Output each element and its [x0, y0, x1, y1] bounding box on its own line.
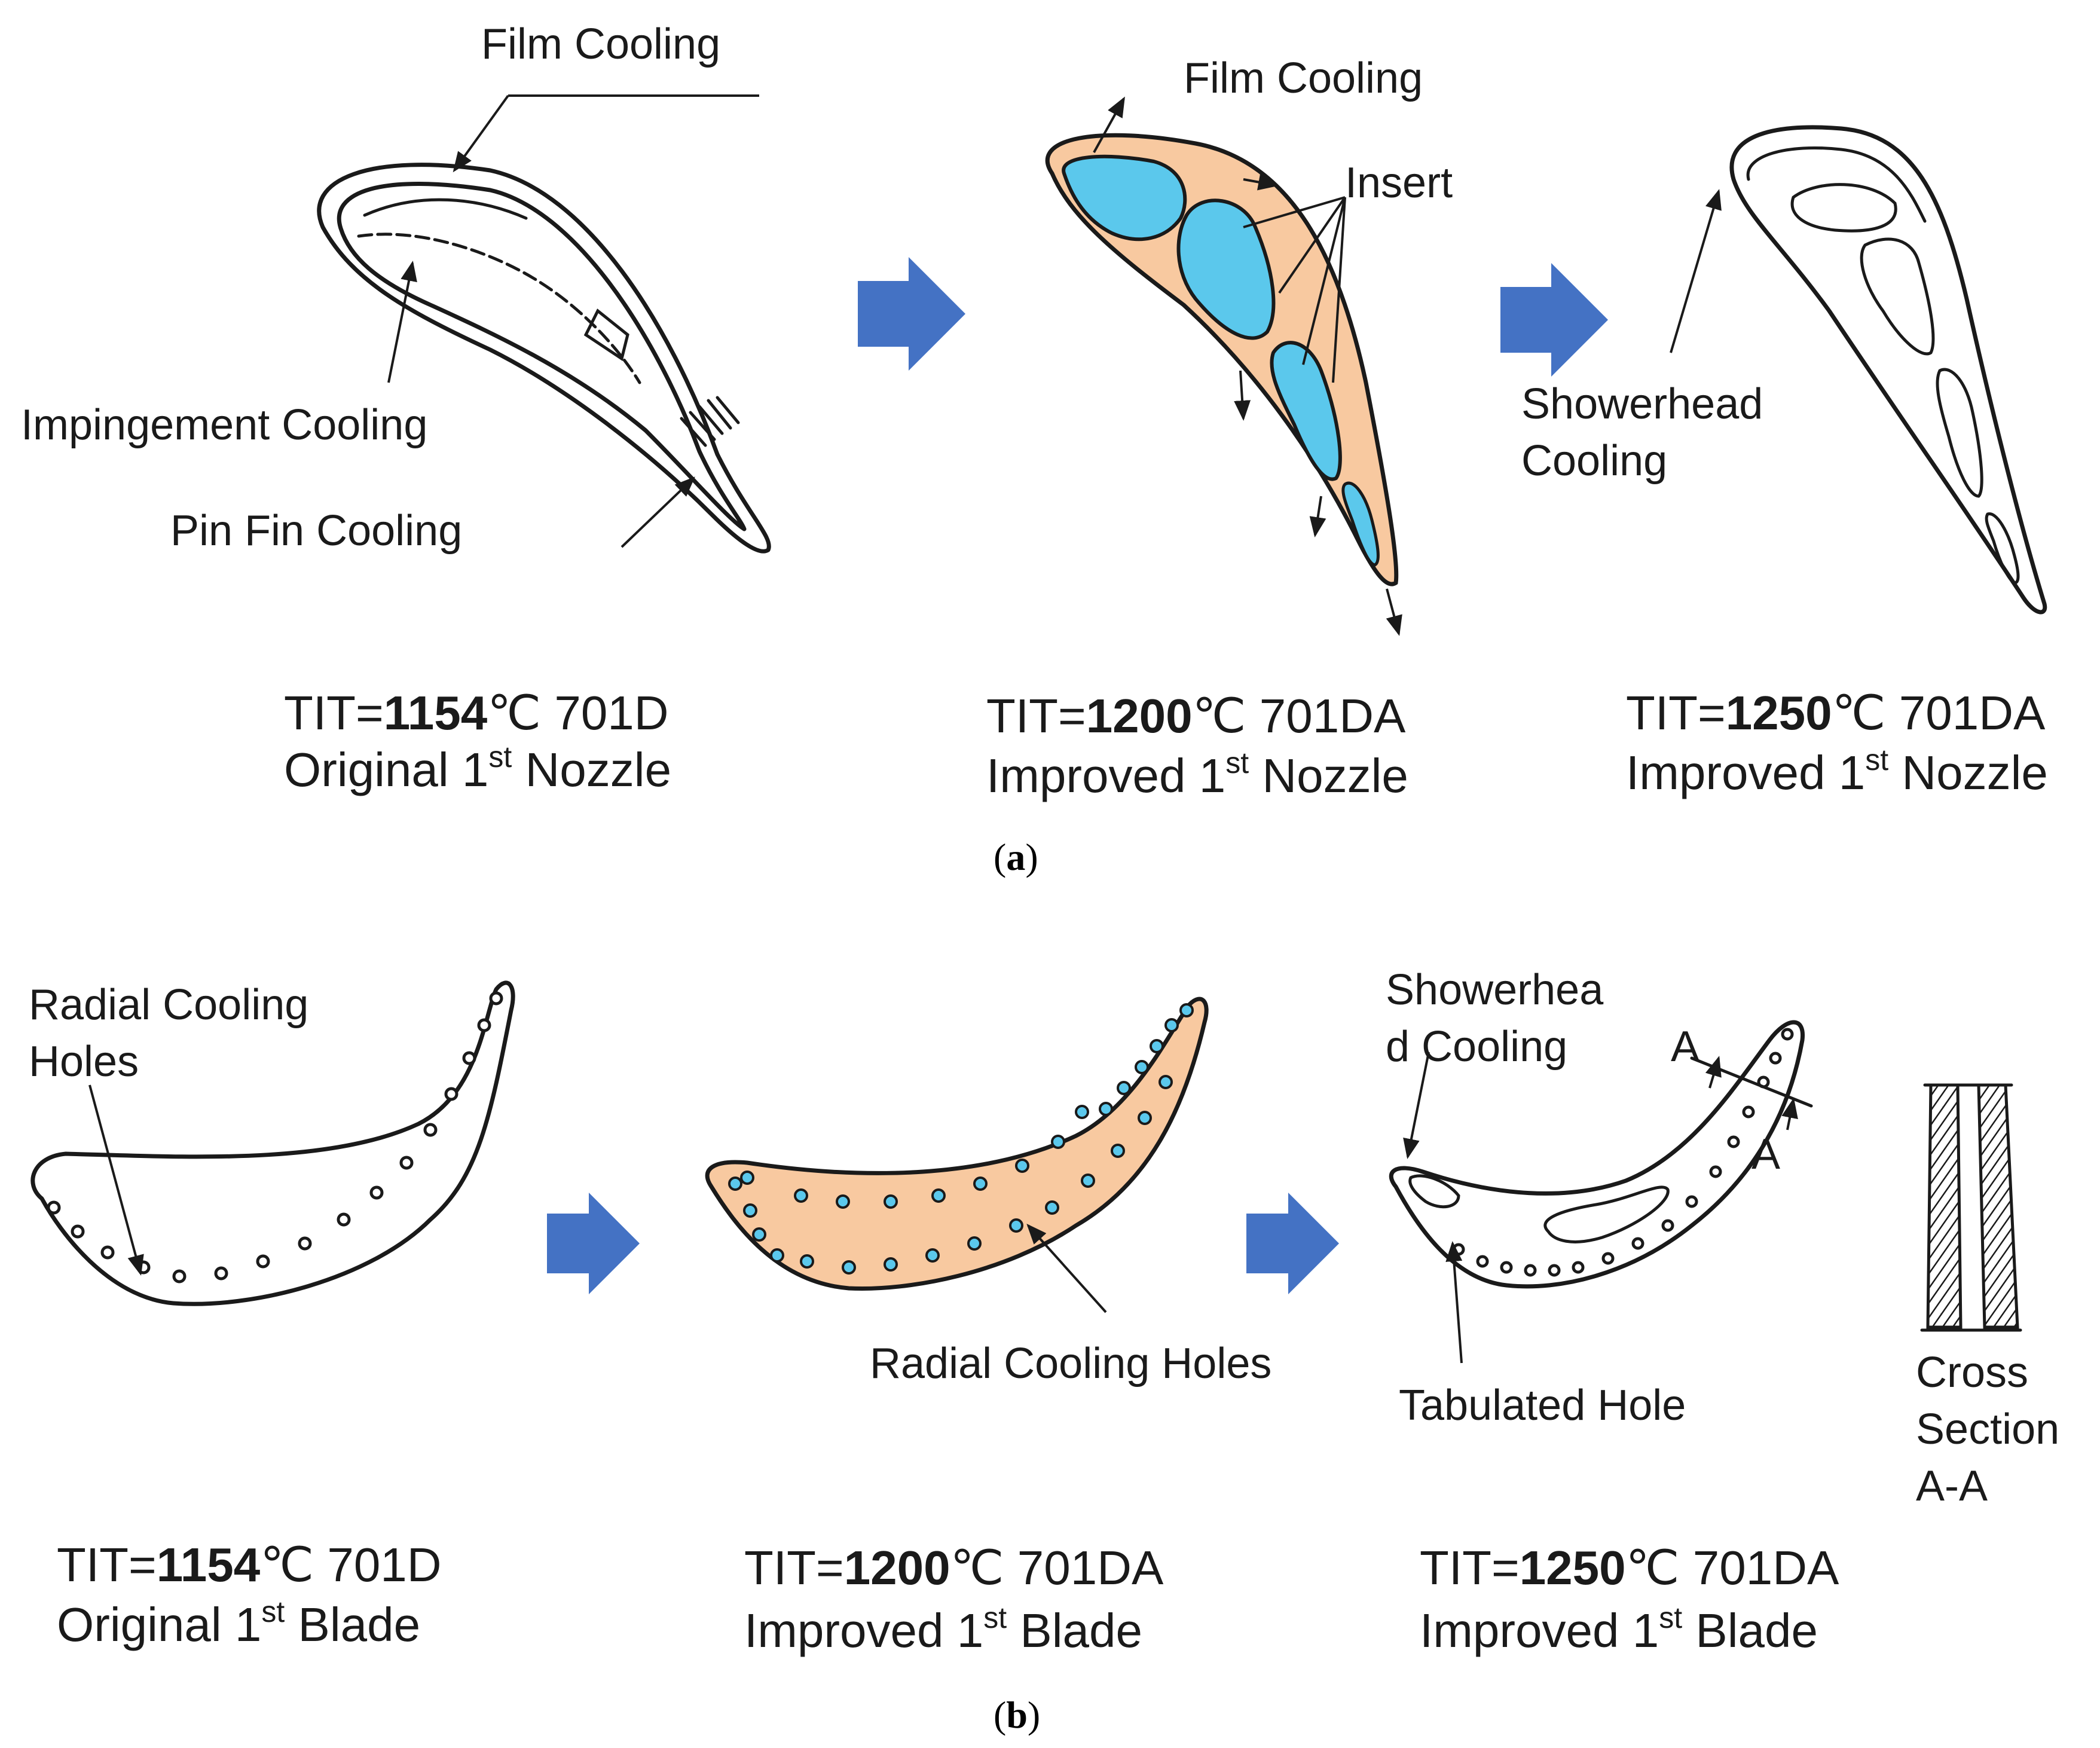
- radial-cooling-holes-label-line2: Holes: [29, 1038, 139, 1086]
- radial-cooling-holes-label-line1: Radial Cooling: [29, 981, 308, 1029]
- caption-b3-name: Improved 1st Blade: [1420, 1601, 1818, 1657]
- radial-cooling-holes-label-2: Radial Cooling Holes: [870, 1340, 1271, 1388]
- showerhead-cooling-label-line1: Showerhead: [1521, 380, 1763, 428]
- blade-improved-diagram: [705, 997, 1209, 1313]
- progression-arrow-4: [1246, 1193, 1339, 1294]
- progression-arrow-3: [547, 1193, 640, 1294]
- caption-b2-name: Improved 1st Blade: [744, 1601, 1142, 1657]
- section-mark-a-top: A: [1671, 1023, 1699, 1071]
- caption-a1-name: Original 1st Nozzle: [284, 740, 671, 796]
- showerhead-cooling-label-b-line2: d Cooling: [1386, 1023, 1567, 1071]
- cross-section-aa-diagram: [1920, 1083, 2022, 1332]
- caption-a2-name: Improved 1st Nozzle: [986, 746, 1408, 802]
- film-cooling-label: Film Cooling: [481, 20, 720, 68]
- caption-a3-name: Improved 1st Nozzle: [1626, 743, 2048, 799]
- film-cooling-label-2: Film Cooling: [1184, 54, 1423, 102]
- blade-original-diagram: [30, 980, 515, 1306]
- caption-b2-tit: TIT=1200℃ 701DA: [744, 1541, 1164, 1594]
- section-mark-a-bottom: A: [1751, 1130, 1780, 1178]
- caption-a2-tit: TIT=1200℃ 701DA: [986, 689, 1406, 742]
- pin-fin-cooling-label: Pin Fin Cooling: [170, 507, 462, 555]
- caption-a1-tit: TIT=1154℃ 701D: [284, 686, 669, 739]
- tabulated-hole-label: Tabulated Hole: [1399, 1382, 1686, 1429]
- showerhead-cooling-label-line2: Cooling: [1521, 437, 1667, 485]
- showerhead-cooling-label-b-line1: Showerhea: [1386, 966, 1604, 1014]
- nozzle-improved-2-diagram: [1670, 125, 2047, 615]
- nozzle-improved-diagram: [1046, 96, 1402, 636]
- insert-label: Insert: [1345, 159, 1453, 207]
- cross-section-label-line3: A-A: [1916, 1462, 1988, 1510]
- cross-section-label-line2: Section: [1916, 1405, 2059, 1453]
- panel-b-label: (b): [994, 1694, 1040, 1736]
- impingement-cooling-label: Impingement Cooling: [21, 401, 427, 449]
- panel-a-label: (a): [994, 836, 1038, 878]
- progression-arrow-2: [1500, 263, 1608, 377]
- caption-a3-tit: TIT=1250℃ 701DA: [1626, 686, 2046, 739]
- progression-arrow-1: [858, 257, 965, 371]
- caption-b1-tit: TIT=1154℃ 701D: [57, 1538, 442, 1591]
- caption-b1-name: Original 1st Blade: [57, 1595, 420, 1651]
- nozzle-original-diagram: [317, 94, 771, 554]
- cross-section-label-line1: Cross: [1916, 1349, 2028, 1396]
- caption-b3-tit: TIT=1250℃ 701DA: [1420, 1541, 1839, 1594]
- blade-improved-2-diagram: [1389, 1020, 1813, 1364]
